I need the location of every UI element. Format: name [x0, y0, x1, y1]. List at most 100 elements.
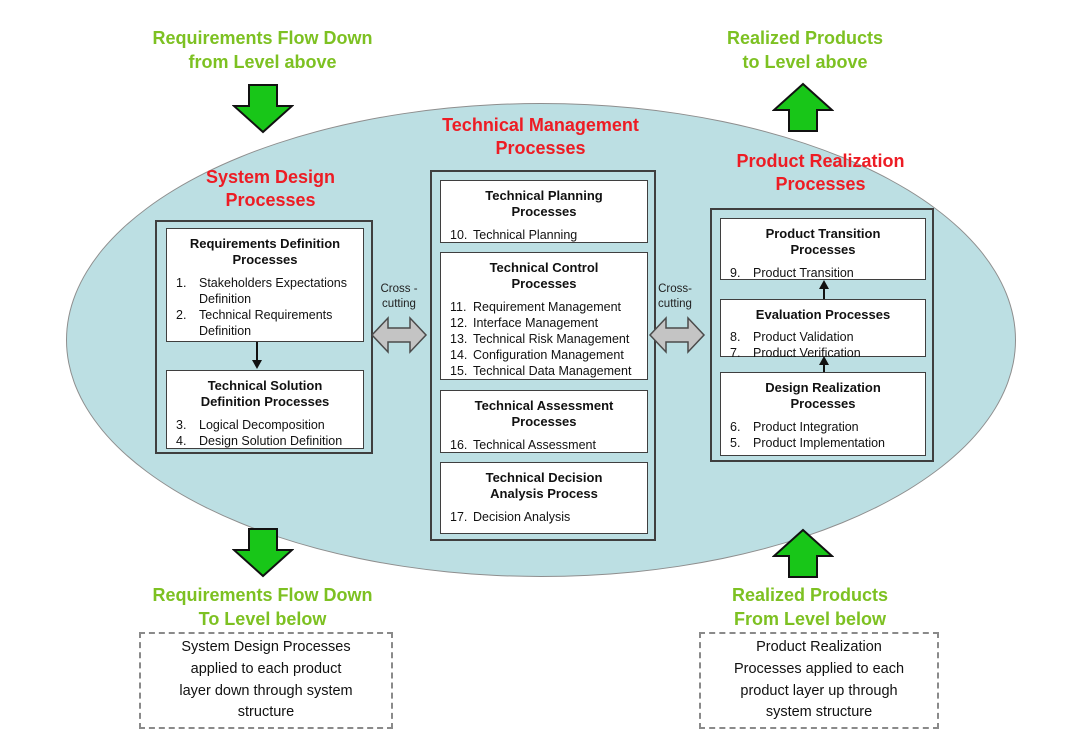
process-item-number: 12. [450, 315, 468, 330]
product-realization-group: Product Transition Processes 9. Product T… [710, 208, 934, 462]
process-item-number: 5. [730, 435, 741, 450]
technical-planning-box: Technical Planning Processes 10.Technica… [440, 180, 648, 243]
process-item: 17. Decision Analysis [450, 509, 639, 525]
process-item-text: Product Transition [753, 265, 854, 280]
process-item-text: Logical Decomposition [199, 417, 325, 432]
process-item-text: Decision Analysis [473, 509, 571, 524]
process-item: 9. Product Transition [730, 265, 917, 281]
process-item-number: 4. [176, 433, 187, 448]
box-header: Technical Control Processes [489, 260, 599, 292]
process-item-text: Product Integration [753, 419, 859, 434]
process-item: 7. Product Verification [730, 345, 917, 361]
green-down-arrow-icon [232, 528, 294, 578]
process-item-number: 17. [450, 509, 468, 524]
process-item-number: 13. [450, 331, 468, 346]
process-item-number: 6. [730, 419, 741, 434]
process-item: 16. Technical Assessment [450, 437, 639, 453]
process-item-text: Technical Requirements Definition [199, 307, 333, 338]
process-item-list: 6. Product Integration 5. Product Implement… [730, 419, 917, 451]
technical-management-title: Technical Management Processes [442, 115, 639, 158]
product-transition-box: Product Transition Processes 9. Product T… [720, 218, 926, 280]
process-item: 4. Design Solution Definition [176, 433, 355, 449]
process-item-list: 3. Logical Decomposition 4. Design Solution… [176, 417, 355, 449]
product-realization-title: Product Realization Processes [736, 151, 905, 194]
process-item-number: 14. [450, 347, 468, 362]
green-down-arrow-icon [232, 84, 294, 134]
process-item-number: 15. [450, 363, 468, 378]
system-design-note: System Design Processes applied to each … [139, 632, 393, 729]
product-realization-note: Product Realization Processes applied to… [699, 632, 939, 729]
process-item: 8. Product Validation [730, 329, 917, 345]
process-item-text: Configuration Management [473, 347, 624, 362]
process-item: 2. Technical Requirements Definition [176, 307, 355, 339]
green-up-arrow-icon [772, 528, 834, 578]
black-down-arrow-icon [251, 342, 263, 370]
technical-management-group: Technical Planning Processes 10.Technica… [430, 170, 656, 541]
process-item: 6. Product Integration [730, 419, 917, 435]
box-header: Requirements Definition Processes [189, 236, 341, 268]
process-item-list: 9. Product Transition [730, 265, 917, 281]
process-item-number: 1. [176, 275, 187, 290]
process-item-text: Technical Assessment [473, 437, 596, 452]
box-header: Product Transition Processes [765, 226, 881, 258]
black-up-arrow-icon [818, 355, 830, 373]
box-header: Technical Solution Definition Processes [200, 378, 330, 410]
flow-label-top-right: Realized Products to Level above [726, 28, 884, 73]
cross-cutting-label-right: Cross- cutting [658, 283, 692, 310]
process-item-number: 10. [450, 227, 468, 242]
process-item-text: Stakeholders Expectations Definition [199, 275, 348, 306]
process-item: 11. Requirement Management [450, 299, 639, 315]
box-header: Technical Assessment Processes [474, 398, 614, 430]
cross-cutting-label-left: Cross - cutting [380, 283, 418, 310]
process-item: 10. Technical Planning [450, 227, 639, 243]
technical-decision-box: Technical Decision Analysis Process 17. D… [440, 462, 648, 534]
process-item-number: 11. [450, 299, 467, 314]
process-item-number: 16. [450, 437, 468, 452]
double-arrow-icon [370, 312, 428, 358]
process-item-text: Product Validation [753, 330, 854, 345]
process-item-text: Technical Planning [473, 227, 578, 242]
process-item-number: 3. [176, 417, 187, 432]
process-item: 1. Stakeholders Expectations Definition [176, 275, 355, 307]
flow-label-bottom-right: Realized Products From Level below [731, 585, 889, 630]
process-item-text: Technical Risk Management [473, 331, 630, 346]
process-item: 14. Configuration Management [450, 347, 639, 363]
box-header: Evaluation Processes [755, 307, 891, 322]
process-item-list: 10. Technical Planning [450, 227, 639, 243]
process-item: 15. Technical Data Management [450, 363, 639, 379]
process-item-list: 11. Requirement Management 12. Interface Ma… [450, 299, 639, 379]
design-realization-box: Design Realization Processes 6. Product I… [720, 372, 926, 456]
double-arrow-icon [648, 312, 706, 358]
system-design-title: System Design Processes [205, 167, 336, 210]
flow-label-top-left: Requirements Flow Down from Level above [152, 28, 373, 73]
process-item-number: 2. [176, 307, 187, 322]
process-item: 3. Logical Decomposition [176, 417, 355, 433]
box-header: Design Realization Processes [765, 380, 881, 412]
process-item: 13. Technical Risk Management [450, 331, 639, 347]
system-design-group: Requirements Definition Processes 1. Stak… [155, 220, 373, 454]
box-header: Technical Decision Analysis Process [485, 470, 603, 502]
technical-assessment-box: Technical Assessment Processes 16. Techni… [440, 390, 648, 453]
green-up-arrow-icon [772, 82, 834, 132]
evaluation-box: Evaluation Processes 8. Product Validatio… [720, 299, 926, 360]
process-item-text: Product Verification [753, 346, 861, 361]
process-item-number: 8. [730, 330, 741, 345]
process-item-number: 7. [730, 346, 741, 361]
technical-control-box: Technical Control Processes 11. Requireme… [440, 252, 648, 380]
process-item-list: 8. Product Validation 7. Product Verificati… [730, 329, 917, 361]
requirements-definition-box: Requirements Definition Processes 1. Stak… [166, 228, 364, 342]
process-item-number: 9. [730, 265, 741, 280]
process-item-text: Requirement Management [473, 299, 621, 314]
process-item-text: Technical Data Management [473, 363, 632, 378]
process-item: 12. Interface Management [450, 315, 639, 331]
flow-label-bottom-left: Requirements Flow Down To Level below [152, 585, 373, 630]
process-item-list: 17. Decision Analysis [450, 509, 639, 525]
process-item: 5. Product Implementation [730, 435, 917, 451]
process-item-text: Interface Management [473, 315, 599, 330]
black-up-arrow-icon [818, 279, 830, 300]
technical-solution-box: Technical Solution Definition Processes … [166, 370, 364, 449]
process-item-text: Product Implementation [753, 435, 886, 450]
process-item-text: Design Solution Definition [199, 433, 343, 448]
